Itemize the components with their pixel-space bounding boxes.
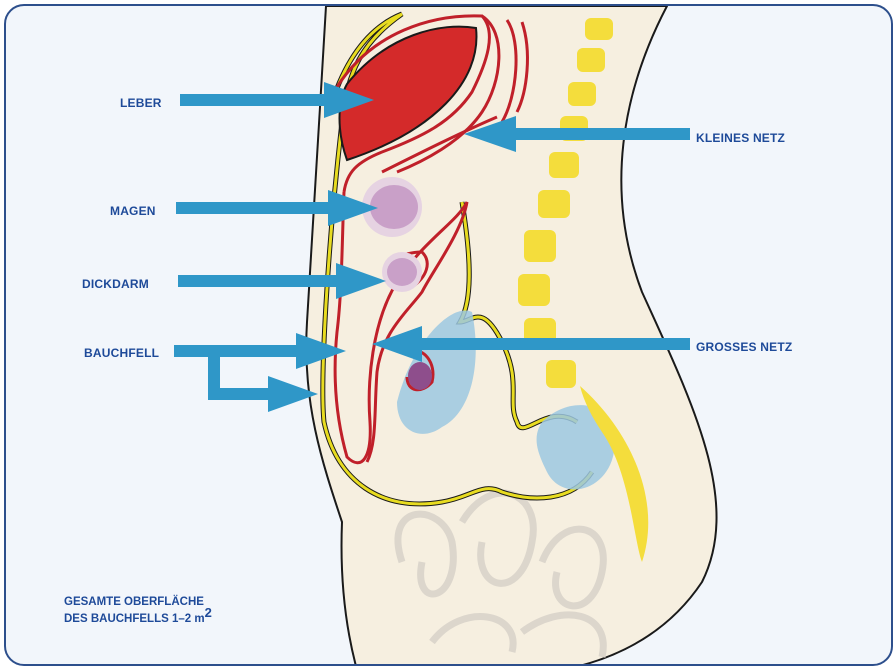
note-line-2-text: DES BAUCHFELLS 1–2 m xyxy=(64,613,205,625)
note-line-2: DES BAUCHFELLS 1–2 m2 xyxy=(64,611,212,628)
label-kleines-netz: KLEINES NETZ xyxy=(696,131,785,145)
small-bowel xyxy=(408,362,432,390)
colon xyxy=(387,258,417,286)
note-line-1: GESAMTE OBERFLÄCHE xyxy=(64,594,212,611)
label-bauchfell: BAUCHFELL xyxy=(84,346,159,360)
label-magen: MAGEN xyxy=(110,204,156,218)
label-leber: LEBER xyxy=(120,96,162,110)
label-grosses-netz: GROSSES NETZ xyxy=(696,340,792,354)
stomach xyxy=(370,185,418,229)
diagram-frame: LEBER MAGEN DICKDARM BAUCHFELL KLEINES N… xyxy=(4,4,893,666)
note-superscript: 2 xyxy=(205,605,212,620)
label-dickdarm: DICKDARM xyxy=(82,277,149,291)
surface-area-note: GESAMTE OBERFLÄCHE DES BAUCHFELLS 1–2 m2 xyxy=(64,594,212,628)
